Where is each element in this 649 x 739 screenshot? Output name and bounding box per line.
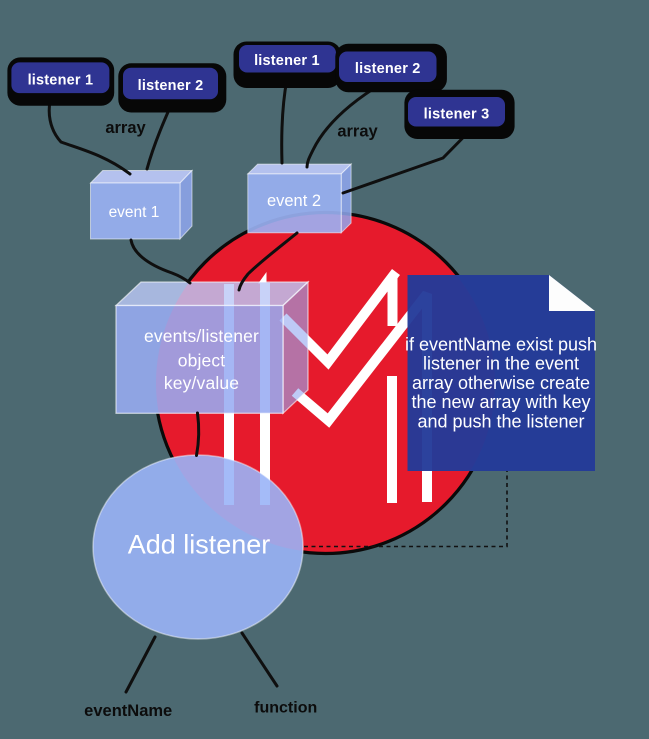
- svg-text:event 1: event 1: [109, 204, 160, 221]
- svg-text:listener 1: listener 1: [254, 53, 320, 69]
- svg-text:array: array: [337, 122, 378, 140]
- svg-text:the new array with key: the new array with key: [411, 392, 590, 412]
- svg-text:function: function: [254, 700, 317, 717]
- svg-text:listener 1: listener 1: [28, 72, 94, 88]
- svg-text:event 2: event 2: [267, 192, 321, 210]
- svg-text:and push the listener: and push the listener: [417, 411, 584, 431]
- svg-text:listener 3: listener 3: [424, 106, 490, 122]
- svg-text:object: object: [178, 351, 226, 371]
- svg-text:array: array: [105, 119, 146, 137]
- svg-text:events/listener: events/listener: [144, 326, 259, 346]
- svg-text:listener 2: listener 2: [355, 61, 421, 77]
- svg-text:key/value: key/value: [164, 373, 239, 393]
- svg-text:Add listener: Add listener: [128, 529, 271, 559]
- svg-text:listener in the event: listener in the event: [423, 354, 579, 374]
- svg-text:array otherwise create: array otherwise create: [412, 373, 590, 393]
- svg-text:if eventName exist push: if eventName exist push: [405, 335, 597, 355]
- svg-text:eventName: eventName: [84, 702, 172, 720]
- svg-text:listener 2: listener 2: [138, 78, 204, 94]
